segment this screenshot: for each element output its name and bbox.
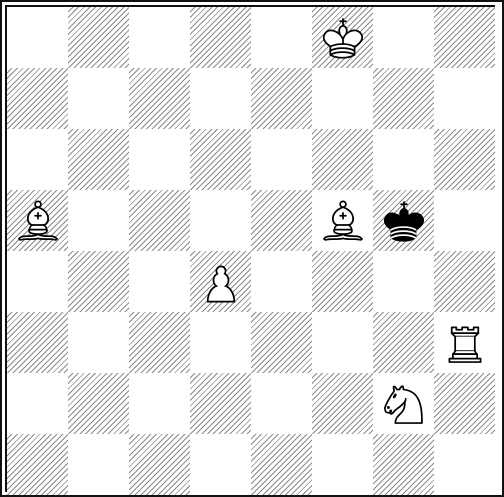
- square-d5[interactable]: [190, 190, 251, 251]
- square-a3[interactable]: [7, 312, 68, 373]
- square-c3[interactable]: [129, 312, 190, 373]
- square-f6[interactable]: [312, 129, 373, 190]
- square-b2[interactable]: [68, 373, 129, 434]
- square-g1[interactable]: [373, 434, 434, 495]
- square-c2[interactable]: [129, 373, 190, 434]
- square-c1[interactable]: [129, 434, 190, 495]
- square-d6[interactable]: [190, 129, 251, 190]
- square-f1[interactable]: [312, 434, 373, 495]
- square-e7[interactable]: [251, 68, 312, 129]
- square-e3[interactable]: [251, 312, 312, 373]
- square-h2[interactable]: [434, 373, 495, 434]
- square-h1[interactable]: [434, 434, 495, 495]
- square-b4[interactable]: [68, 251, 129, 312]
- square-g6[interactable]: [373, 129, 434, 190]
- square-a4[interactable]: [7, 251, 68, 312]
- square-b8[interactable]: [68, 7, 129, 68]
- square-h8[interactable]: [434, 7, 495, 68]
- white-pawn-icon[interactable]: [190, 251, 251, 312]
- square-h7[interactable]: [434, 68, 495, 129]
- square-f2[interactable]: [312, 373, 373, 434]
- square-b6[interactable]: [68, 129, 129, 190]
- square-d8[interactable]: [190, 7, 251, 68]
- square-a1[interactable]: [7, 434, 68, 495]
- square-e1[interactable]: [251, 434, 312, 495]
- square-d1[interactable]: [190, 434, 251, 495]
- square-g8[interactable]: [373, 7, 434, 68]
- black-king-icon[interactable]: [373, 190, 434, 251]
- square-h4[interactable]: [434, 251, 495, 312]
- square-f7[interactable]: [312, 68, 373, 129]
- square-b7[interactable]: [68, 68, 129, 129]
- white-rook-icon[interactable]: [434, 312, 495, 373]
- square-g3[interactable]: [373, 312, 434, 373]
- square-a2[interactable]: [7, 373, 68, 434]
- square-a6[interactable]: [7, 129, 68, 190]
- square-e2[interactable]: [251, 373, 312, 434]
- square-a8[interactable]: [7, 7, 68, 68]
- square-d2[interactable]: [190, 373, 251, 434]
- square-g4[interactable]: [373, 251, 434, 312]
- square-c8[interactable]: [129, 7, 190, 68]
- white-knight-icon[interactable]: [373, 373, 434, 434]
- square-b3[interactable]: [68, 312, 129, 373]
- square-f3[interactable]: [312, 312, 373, 373]
- square-c7[interactable]: [129, 68, 190, 129]
- square-h6[interactable]: [434, 129, 495, 190]
- chess-board[interactable]: [8, 8, 496, 496]
- square-c5[interactable]: [129, 190, 190, 251]
- square-e8[interactable]: [251, 7, 312, 68]
- square-b5[interactable]: [68, 190, 129, 251]
- white-bishop-icon[interactable]: [312, 190, 373, 251]
- square-h5[interactable]: [434, 190, 495, 251]
- square-b1[interactable]: [68, 434, 129, 495]
- square-a7[interactable]: [7, 68, 68, 129]
- square-e4[interactable]: [251, 251, 312, 312]
- square-f4[interactable]: [312, 251, 373, 312]
- white-bishop-icon[interactable]: [7, 190, 68, 251]
- square-c4[interactable]: [129, 251, 190, 312]
- square-d3[interactable]: [190, 312, 251, 373]
- square-g7[interactable]: [373, 68, 434, 129]
- white-king-icon[interactable]: [312, 7, 373, 68]
- square-c6[interactable]: [129, 129, 190, 190]
- square-e5[interactable]: [251, 190, 312, 251]
- square-d7[interactable]: [190, 68, 251, 129]
- square-e6[interactable]: [251, 129, 312, 190]
